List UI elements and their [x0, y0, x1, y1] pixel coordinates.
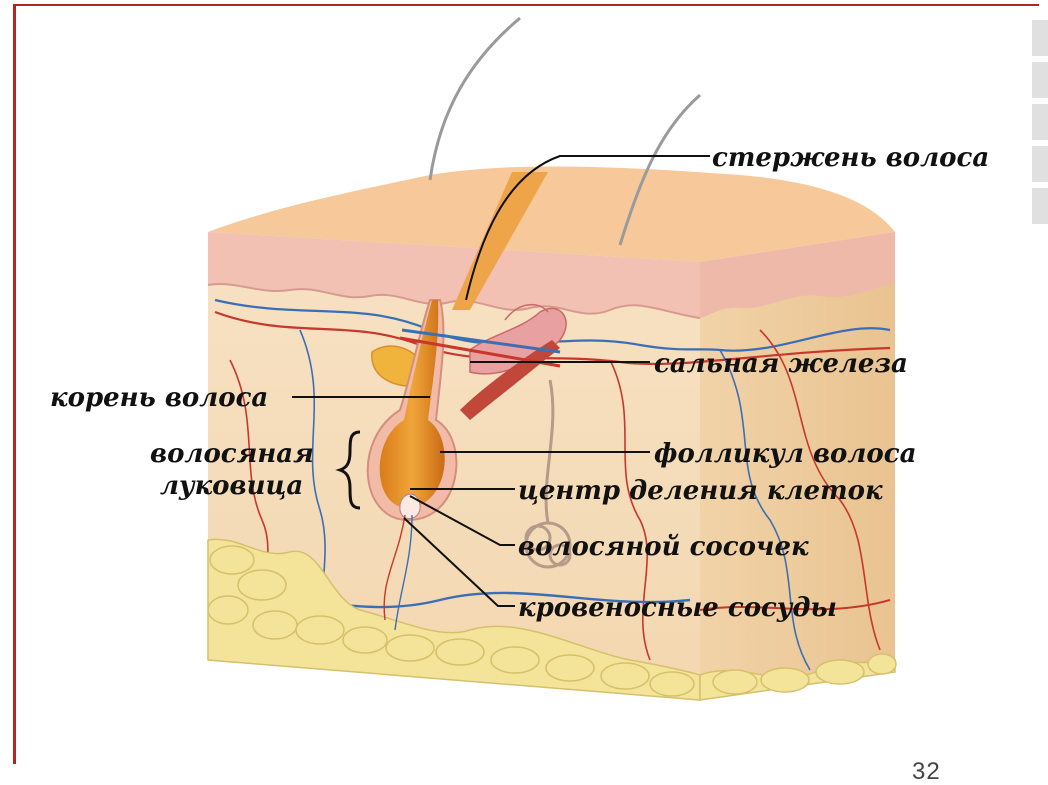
label-hair-papilla: волосяной сосочек [518, 532, 809, 562]
page-number: 32 [912, 758, 941, 785]
label-hair-root: корень волоса [50, 383, 268, 413]
label-hair-bulb-line1: волосяная [150, 439, 314, 469]
label-hair-shaft: стержень волоса [712, 143, 989, 173]
label-cell-division-center: центр деления клеток [518, 476, 883, 506]
hair-papilla [400, 494, 420, 518]
hair-shaft-1 [430, 18, 520, 180]
label-sebaceous-gland: сальная железа [654, 349, 908, 379]
label-blood-vessels: кровеносные сосуды [518, 593, 837, 623]
label-hair-follicle: фолликул волоса [654, 439, 916, 469]
label-hair-bulb-line2: луковица [160, 471, 303, 501]
